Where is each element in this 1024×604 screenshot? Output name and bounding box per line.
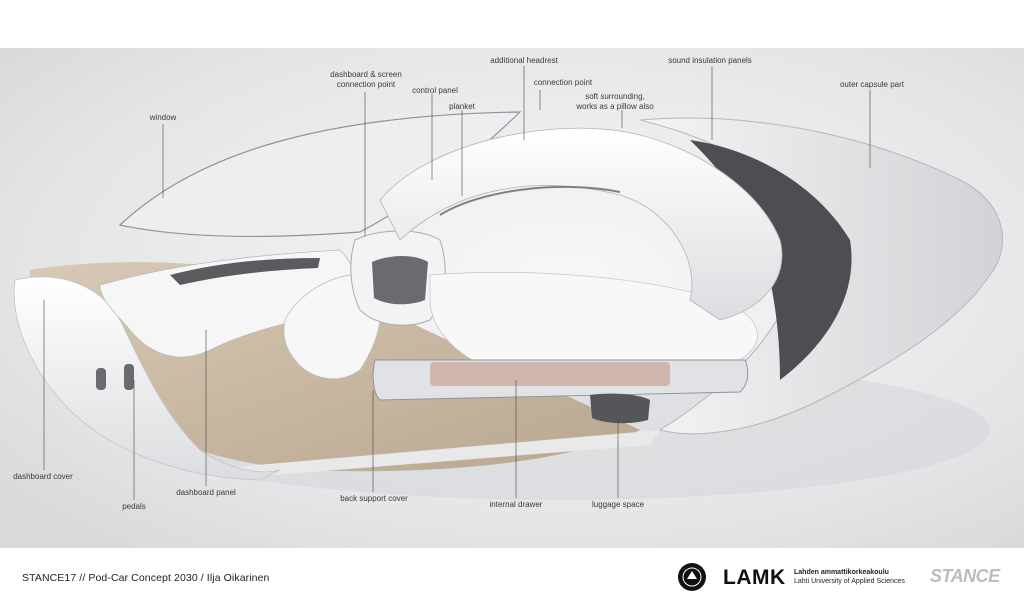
label-planket: planket [449, 102, 475, 111]
label-sound-insulation: sound insulation panels [668, 56, 752, 65]
floor-edge [200, 430, 660, 480]
label-connection-point: connection point [533, 78, 593, 87]
pedal-right [124, 364, 134, 390]
label-window: window [149, 113, 177, 122]
label-soft-surrounding: soft surrounding, works as a pillow also [560, 92, 670, 112]
label-dashboard-cover: dashboard cover [13, 472, 73, 481]
lamk-logo: LAMK [723, 566, 786, 589]
label-back-support: back support cover [340, 494, 408, 503]
dashboard-screen [170, 258, 320, 285]
pedal-left [96, 368, 106, 390]
label-soft-surrounding-line2: works as a pillow also [576, 102, 654, 111]
label-outer-capsule: outer capsule part [839, 80, 905, 89]
label-additional-headrest: additional headrest [490, 56, 558, 65]
luggage-space [590, 393, 650, 424]
university-seal-icon [678, 563, 706, 591]
label-pedals: pedals [122, 502, 146, 511]
lamk-name-english: Lahti University of Applied Sciences [794, 578, 905, 585]
leader-lines [43, 66, 871, 500]
label-dashboard-screen-connection: dashboard & screen connection point [318, 70, 414, 90]
stance-logo: STANCE [930, 566, 1000, 586]
label-luggage-space: luggage space [591, 500, 645, 509]
drawer-contents [430, 362, 670, 386]
label-dashboard-panel: dashboard panel [176, 488, 236, 497]
label-dashboard-screen-line2: connection point [336, 80, 396, 89]
label-soft-surrounding-line1: soft surrounding, [585, 92, 645, 101]
footer-credit: STANCE17 // Pod-Car Concept 2030 / Ilja … [22, 572, 270, 584]
label-dashboard-screen-line1: dashboard & screen [330, 70, 402, 79]
lamk-name-finnish: Lahden ammattikorkeakoulu [794, 569, 889, 576]
control-screen [372, 256, 428, 305]
headrest-seam [439, 185, 621, 216]
pod-car-illustration [0, 48, 1024, 548]
label-internal-drawer: internal drawer [489, 500, 543, 509]
footer-bar [0, 548, 1024, 604]
label-control-panel: control panel [412, 86, 458, 95]
